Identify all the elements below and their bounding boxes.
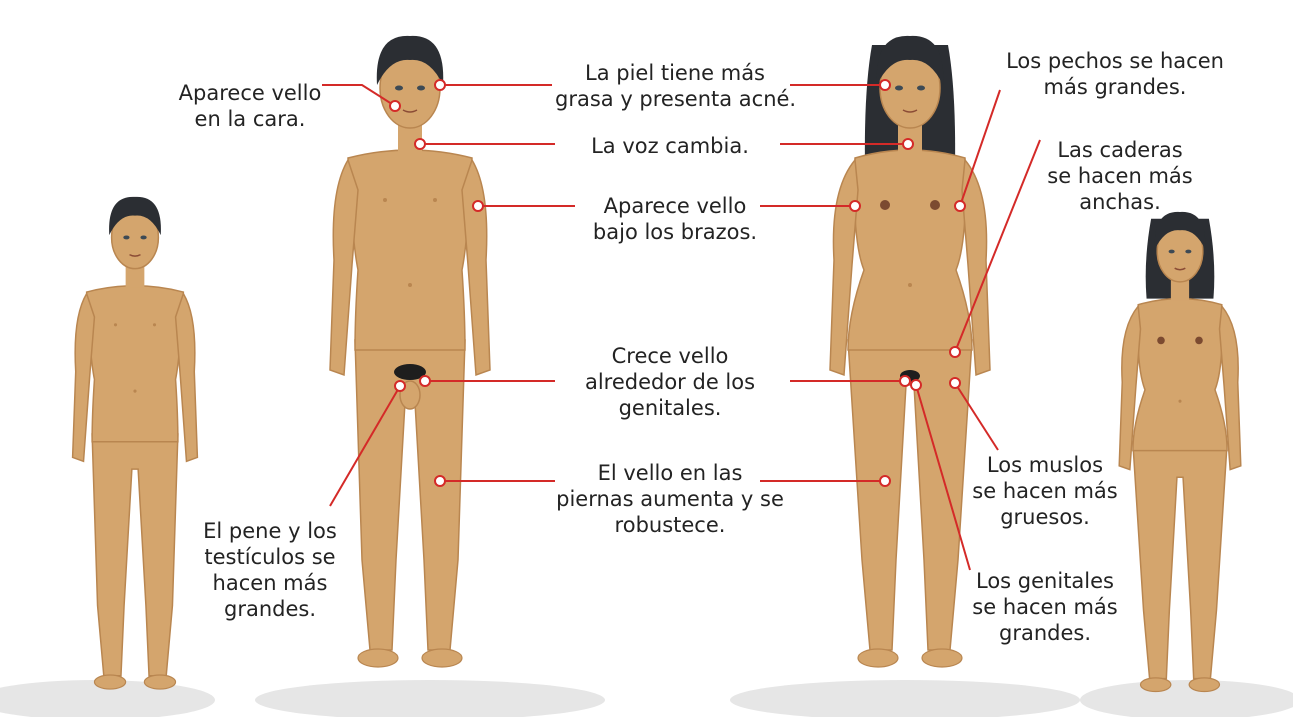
callout-dot (955, 201, 965, 211)
left-foot (358, 649, 398, 667)
callout-underarm (473, 201, 575, 211)
torso (87, 286, 184, 442)
left-nipple (1157, 337, 1165, 345)
callout-dot (415, 139, 425, 149)
callout-dot (950, 347, 960, 357)
left-eye (895, 86, 903, 91)
teen-boy-figure (330, 36, 490, 667)
navel (1178, 400, 1181, 403)
right-nipple (433, 198, 437, 202)
callout-dot (390, 101, 400, 111)
callout-dot (395, 381, 405, 391)
left-eye (1169, 250, 1175, 254)
callout-dot (880, 80, 890, 90)
navel (133, 390, 136, 393)
right-nipple (1195, 337, 1203, 345)
torso (1133, 299, 1227, 451)
navel (908, 283, 912, 287)
callout-dot (435, 476, 445, 486)
right-nipple (930, 200, 940, 210)
left-nipple (880, 200, 890, 210)
right-nipple (153, 323, 156, 326)
left-eye (123, 235, 129, 239)
ground-shadow (255, 680, 605, 717)
callout-dot (850, 201, 860, 211)
left-arm (330, 160, 358, 375)
right-foot (1189, 678, 1219, 692)
ground-shadow (1080, 680, 1293, 717)
right-eye (417, 86, 425, 91)
right-foot (144, 675, 175, 689)
callout-dot (473, 201, 483, 211)
right-arm (176, 294, 198, 462)
callout-oily-skin (435, 80, 552, 90)
torso (848, 150, 972, 350)
callout-dot (880, 476, 890, 486)
callout-dot (911, 380, 921, 390)
right-eye (1185, 250, 1191, 254)
left-eye (395, 86, 403, 91)
left-foot (858, 649, 898, 667)
callout-dot (950, 378, 960, 388)
callout-dot (420, 376, 430, 386)
label-voice-change: La voz cambia. (570, 133, 770, 159)
legs (1133, 443, 1227, 679)
right-arm (462, 160, 490, 375)
right-foot (922, 649, 962, 667)
navel (408, 283, 412, 287)
callout-dot (435, 80, 445, 90)
right-foot (422, 649, 462, 667)
callout-dot (900, 376, 910, 386)
left-nipple (383, 198, 387, 202)
left-foot (1140, 678, 1170, 692)
legs (92, 434, 178, 676)
child-boy-figure (73, 197, 198, 689)
ground-shadow (730, 680, 1080, 717)
child-girl-figure (1119, 212, 1241, 692)
left-nipple (114, 323, 117, 326)
callout-voice (415, 139, 555, 149)
left-foot (94, 675, 125, 689)
callout-dot (903, 139, 913, 149)
right-eye (140, 235, 146, 239)
right-eye (917, 86, 925, 91)
left-arm (73, 294, 95, 462)
torso (348, 150, 472, 350)
